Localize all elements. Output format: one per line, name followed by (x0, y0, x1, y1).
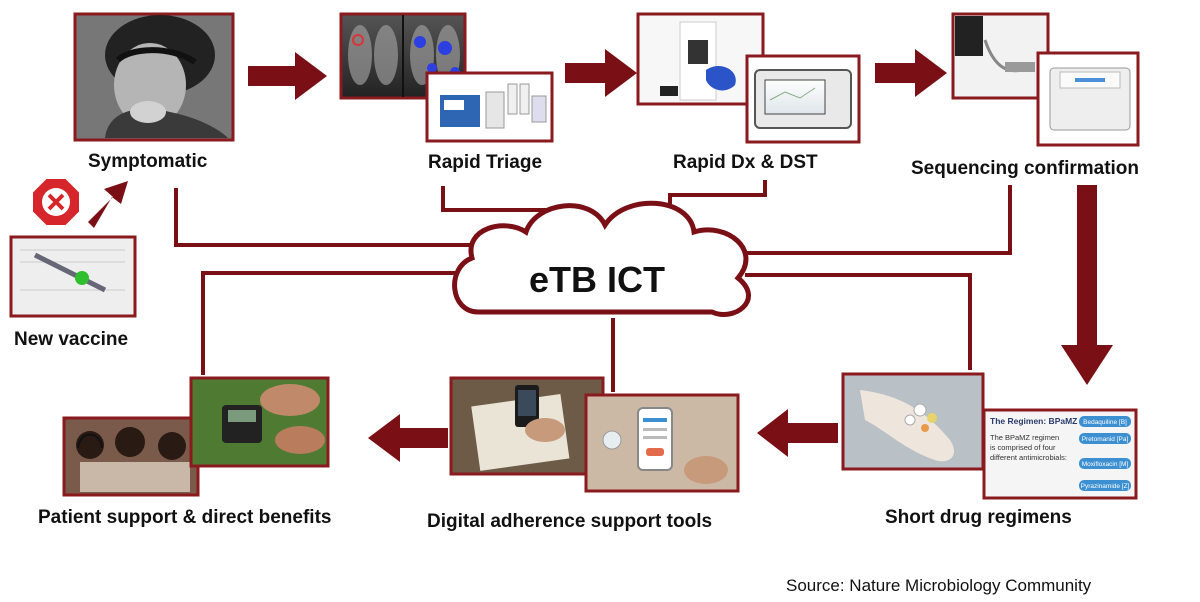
regimen-title: The Regimen: BPaMZ (990, 416, 1077, 426)
arrow-left-2 (368, 414, 448, 462)
cloud-connectors (174, 180, 1012, 392)
regimen-text-2: is comprised of four (990, 443, 1056, 452)
arrow-vaccine (88, 181, 128, 228)
source-credit: Source: Nature Microbiology Community (786, 576, 1092, 595)
arrow-right-3 (875, 49, 947, 97)
no-icon (31, 177, 81, 227)
symptomatic-photo (73, 12, 235, 142)
label-sequencing-confirmation: Sequencing confirmation (911, 158, 1140, 179)
label-digital-adherence: Digital adherence support tools (427, 511, 713, 532)
drug-pyrazinamide: Pyrazinamide [Z] (1081, 483, 1130, 490)
arrow-right-2 (565, 49, 637, 97)
etb-cloud (452, 200, 751, 317)
drug-pretomanid: Pretomanid [Pa] (1082, 436, 1129, 443)
adherence-app-photo (584, 393, 740, 493)
vaccine-photo (9, 235, 137, 318)
label-patient-support: Patient support & direct benefits (38, 507, 332, 528)
label-new-vaccine: New vaccine (14, 329, 129, 350)
genexpert-photo (636, 12, 765, 106)
sequencer-photo (1036, 51, 1140, 147)
dx-analyzer-photo (745, 54, 861, 144)
label-symptomatic: Symptomatic (88, 151, 208, 172)
pills-photo (841, 372, 985, 471)
label-short-drug-regimens: Short drug regimens (885, 507, 1072, 528)
label-etb-ict: eTB ICT (529, 259, 666, 300)
triage-kit-photo (425, 71, 554, 143)
sequencer-cable-photo (951, 12, 1050, 100)
drug-bedaquiline: Bedaquiline [B] (1083, 419, 1127, 426)
arrow-left-1 (757, 409, 838, 457)
card-payment-photo (189, 376, 330, 468)
regimen-text-3: different antimicrobials: (990, 453, 1067, 462)
label-rapid-triage: Rapid Triage (428, 152, 543, 173)
drug-moxifloxacin: Moxifloxacin [M] (1082, 461, 1129, 468)
label-rapid-dx-dst: Rapid Dx & DST (673, 152, 818, 173)
regimen-text-1: The BPaMZ regimen (990, 433, 1059, 442)
arrow-right-1 (248, 52, 327, 100)
regimen-card: The Regimen: BPaMZ The BPaMZ regimen is … (982, 408, 1138, 500)
adherence-phone-photo (449, 376, 605, 476)
flow-arrows (88, 49, 1113, 462)
call-center-photo (62, 416, 200, 497)
arrow-down (1061, 185, 1113, 385)
